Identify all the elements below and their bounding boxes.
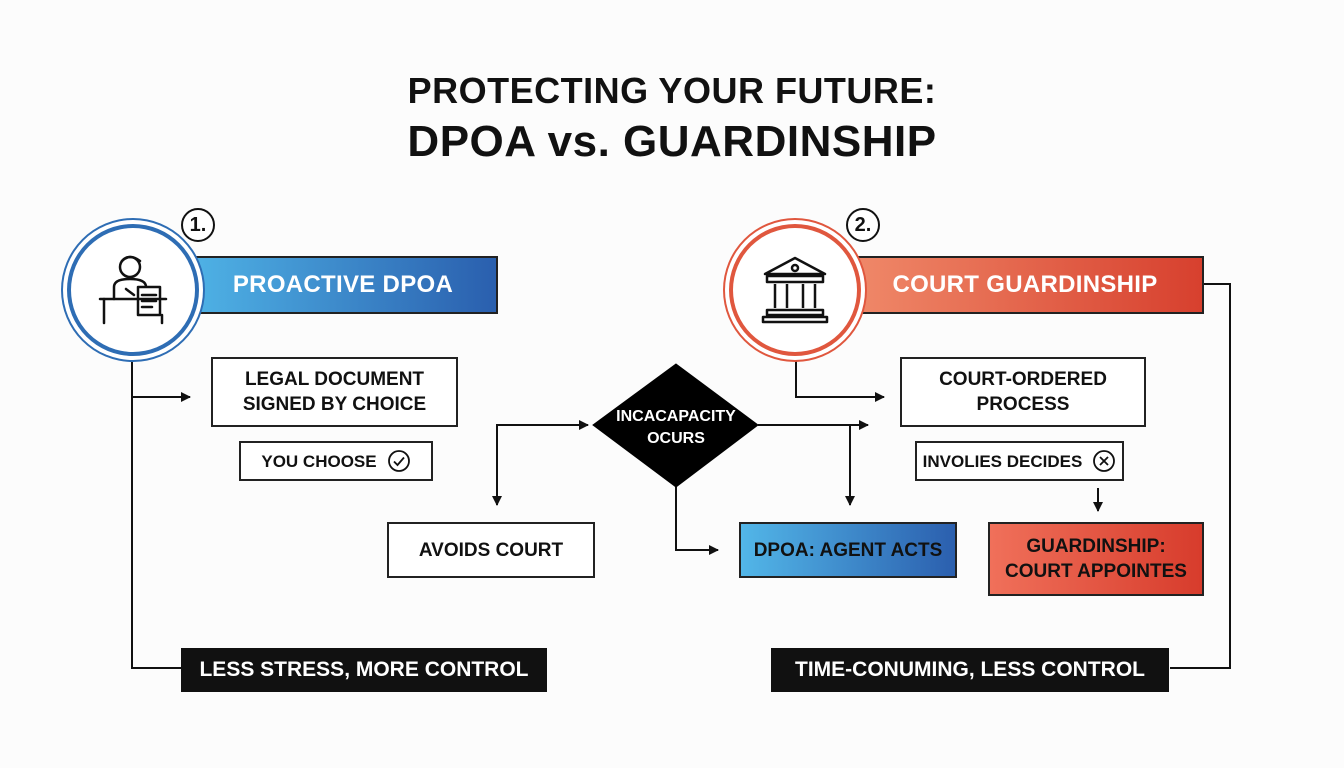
person-signing-document-icon	[71, 228, 195, 352]
time-consuming-label: TIME-CONUMING, LESS CONTROL	[795, 658, 1145, 681]
involves-decides-label: INVOLIES DECIDES	[922, 451, 1083, 471]
court-guardianship-banner: COURT GUARDINSHIP	[846, 256, 1204, 314]
guardianship-line-2: COURT APPOINTES	[1005, 561, 1187, 582]
arrow-from-court-circle	[795, 358, 885, 402]
time-consuming-outcome: TIME-CONUMING, LESS CONTROL	[771, 648, 1169, 692]
x-circle-icon	[1093, 450, 1116, 472]
title-line-1: PROTECTING YOUR FUTURE:	[407, 70, 937, 111]
arrow-to-decision	[496, 420, 589, 505]
decision-line-2: OCURS	[647, 430, 705, 447]
involves-decides-box: INVOLIES DECIDES	[915, 441, 1124, 481]
proactive-dpoa-label: PROACTIVE DPOA	[232, 271, 454, 298]
court-ordered-line-1: COURT-ORDERED	[939, 369, 1107, 390]
legal-document-line-1: LEGAL DOCUMENT	[244, 369, 425, 390]
court-ordered-line-2: PROCESS	[976, 394, 1070, 415]
legal-document-line-2: SIGNED BY CHOICE	[242, 394, 427, 415]
dpoa-agent-acts-label: DPOA: AGENT ACTS	[753, 539, 943, 561]
guardianship-court-appoints-box: GUARDINSHIP: COURT APPOINTES	[988, 522, 1204, 596]
step-number-1: 1.	[181, 208, 215, 242]
legal-document-box: LEGAL DOCUMENT SIGNED BY CHOICE	[211, 357, 458, 427]
you-choose-box: YOU CHOOSE	[239, 441, 433, 481]
courthouse-icon	[733, 228, 857, 352]
avoids-court-label: AVOIDS COURT	[418, 539, 564, 561]
arrow-to-dpoa-result	[675, 487, 719, 555]
decision-diamond	[592, 363, 759, 488]
title-line-2: DPOA vs. GUARDINSHIP	[407, 117, 937, 166]
incapacity-decision-label: INCACAPACITY OCURS	[600, 406, 752, 450]
decision-line-1: INCACAPACITY	[616, 408, 736, 425]
check-circle-icon	[387, 450, 410, 472]
court-guardianship-label: COURT GUARDINSHIP	[892, 271, 1158, 298]
avoids-court-box: AVOIDS COURT	[387, 522, 595, 578]
less-stress-label: LESS STRESS, MORE CONTROL	[199, 658, 529, 681]
left-trunk-line	[131, 358, 182, 669]
dpoa-agent-acts-box: DPOA: AGENT ACTS	[739, 522, 957, 578]
court-ordered-process-box: COURT-ORDERED PROCESS	[900, 357, 1146, 427]
guardianship-line-1: GUARDINSHIP:	[1026, 536, 1166, 557]
less-stress-outcome: LESS STRESS, MORE CONTROL	[181, 648, 547, 692]
right-trunk-line	[1170, 283, 1231, 669]
step-number-2: 2.	[846, 208, 880, 242]
you-choose-label: YOU CHOOSE	[261, 451, 377, 471]
proactive-dpoa-banner: PROACTIVE DPOA	[188, 256, 498, 314]
